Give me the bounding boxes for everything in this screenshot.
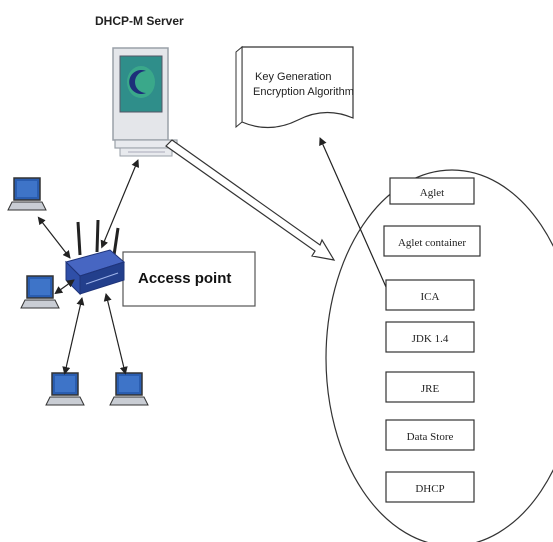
laptop-icon bbox=[45, 372, 85, 406]
server-title: DHCP-M Server bbox=[95, 14, 184, 28]
doc-line-1: Key Generation bbox=[255, 71, 331, 83]
router-laptop-arrow bbox=[62, 297, 85, 375]
hollow-arrow bbox=[165, 139, 336, 261]
access-point-box bbox=[122, 251, 256, 307]
access-point-label: Access point bbox=[138, 270, 231, 287]
stack-layer-dhcp: DHCP bbox=[385, 471, 475, 503]
stack-label-ica: ICA bbox=[421, 291, 440, 303]
stack-layer-data-store: Data Store bbox=[385, 419, 475, 451]
document-shape bbox=[235, 45, 354, 129]
ica-to-document-arrow bbox=[319, 137, 391, 297]
stack-label-aglet-container: Aglet container bbox=[398, 237, 466, 249]
stack-layer-aglet: Aglet bbox=[389, 177, 475, 205]
wireless-router-icon bbox=[65, 219, 126, 296]
router-laptop-arrow bbox=[37, 216, 71, 259]
stack-label-aglet: Aglet bbox=[420, 187, 444, 199]
stack-layer-aglet-container: Aglet container bbox=[383, 225, 481, 257]
laptop-icon bbox=[7, 177, 47, 211]
doc-line-2: Encryption Algorithm bbox=[253, 86, 354, 98]
stack-layer-jdk: JDK 1.4 bbox=[385, 321, 475, 353]
desktop-computer-icon bbox=[112, 47, 178, 157]
laptop-icon bbox=[20, 275, 60, 309]
stack-layer-ica: ICA bbox=[385, 279, 475, 311]
stack-label-data-store: Data Store bbox=[407, 431, 454, 443]
laptop-icon bbox=[109, 372, 149, 406]
stack-label-dhcp: DHCP bbox=[415, 483, 444, 495]
server-router-arrow bbox=[100, 159, 140, 249]
stack-label-jdk: JDK 1.4 bbox=[412, 333, 449, 345]
stack-layer-jre: JRE bbox=[385, 371, 475, 403]
router-laptop-arrow bbox=[54, 279, 75, 295]
router-laptop-arrow bbox=[103, 293, 128, 375]
software-stack-ellipse bbox=[325, 169, 553, 542]
stack-label-jre: JRE bbox=[421, 383, 440, 395]
